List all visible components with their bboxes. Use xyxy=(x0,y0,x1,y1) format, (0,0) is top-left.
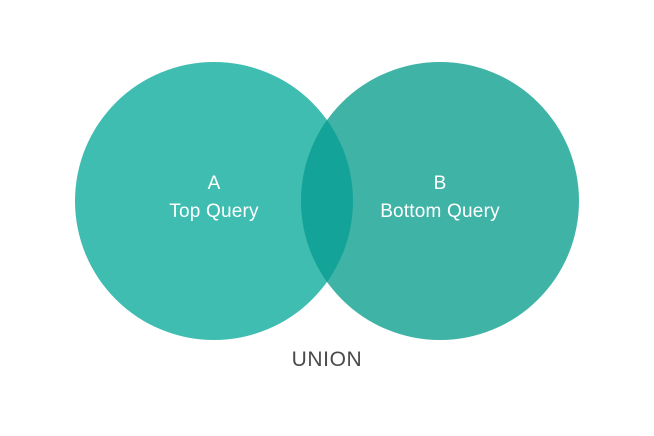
set-a-letter: A xyxy=(207,173,221,194)
set-a-circle[interactable] xyxy=(75,62,353,340)
set-b-label: B Bottom Query xyxy=(342,170,538,225)
set-b-name: Bottom Query xyxy=(380,200,500,222)
set-b-letter: B xyxy=(433,173,447,194)
diagram-caption: UNION xyxy=(291,348,363,371)
set-a-label: A Top Query xyxy=(116,170,312,225)
set-a-name: Top Query xyxy=(169,200,259,222)
set-b-circle[interactable] xyxy=(301,62,579,340)
